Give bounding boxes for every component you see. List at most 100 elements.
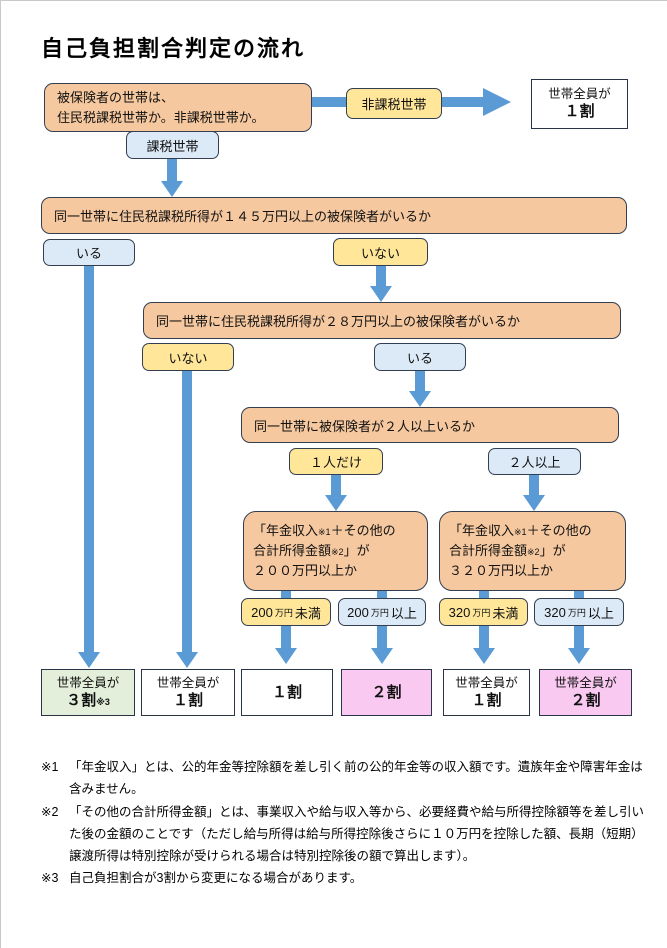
branch-200-under-unit: 万円 [274, 607, 293, 618]
question-household-taxable: 被保険者の世帯は、 住民税課税世帯か。非課税世帯か。 [44, 83, 312, 132]
result-all-20pct-value: ２割 [570, 691, 601, 709]
pension320-amount: ３２０万円以上か [449, 563, 554, 579]
footnote-3-text: 自己負担割合が3割から変更になる場合があります。 [69, 871, 363, 886]
branch-145-no: いない [333, 238, 428, 266]
result-10pct: １割 [241, 669, 333, 716]
result-all-30pct-line1: 世帯全員が [56, 675, 120, 690]
arrow-200-under-shaft [281, 626, 291, 648]
arrow-q28-no-shaft [182, 371, 192, 652]
pension320-ref1: ※1 [514, 526, 527, 537]
arrow-two-persons-head-icon [523, 495, 545, 511]
result-all-10pct-a-line1: 世帯全員が [156, 675, 220, 690]
pension200-amount: ２００万円以上か [253, 563, 358, 579]
question-income-28: 同一世帯に住民税課税所得が２８万円以上の被保険者がいるか [143, 302, 621, 339]
result-10pct-value: １割 [271, 683, 302, 701]
branch-two-or-more: ２人以上 [488, 448, 581, 475]
footnotes: ※1 「年金収入」とは、公的年金等控除額を差し引く前の公的年金等の収入額です。遺… [41, 756, 648, 890]
result-all-10pct-a-value: １割 [172, 691, 203, 709]
pension200-text2: ＋その他の [330, 522, 396, 538]
arrow-200-under-head-icon [275, 648, 297, 664]
question-income-145: 同一世帯に住民税課税所得が１４５万円以上の被保険者がいるか [41, 197, 627, 234]
result-all-10pct-b-value: １割 [471, 691, 502, 709]
result-nontaxable: 世帯全員が １割 [531, 79, 628, 129]
connector-200-over [377, 591, 387, 599]
branch-320-under-unit: 万円 [472, 607, 491, 618]
branch-320-over-num: 320 [544, 604, 566, 620]
result-all-20pct: 世帯全員が ２割 [539, 669, 632, 716]
arrow-q145-yes-head-icon [78, 652, 100, 668]
arrow-200-over-shaft [377, 626, 387, 648]
result-nontaxable-line2: １割 [564, 103, 595, 121]
pension200-text4: 」が [343, 542, 370, 558]
pension320-text3: 合計所得金額 [449, 542, 528, 558]
result-all-30pct-ref: ※3 [96, 696, 110, 707]
arrow-320-over-head-icon [568, 648, 590, 664]
connector-320-over [574, 591, 584, 599]
arrow-320-under-shaft [479, 626, 489, 648]
arrow-one-person-head-icon [325, 495, 347, 511]
pension320-text2: ＋その他の [526, 522, 592, 538]
branch-320-under-cond: 未満 [492, 605, 519, 621]
branch-nontaxable-label: 非課税世帯 [346, 88, 442, 119]
pension200-text: 「年金収入 [253, 522, 319, 538]
result-nontaxable-line1: 世帯全員が [548, 87, 611, 102]
pension200-ref2: ※2 [331, 546, 344, 557]
result-all-20pct-line1: 世帯全員が [554, 675, 617, 690]
branch-200-over-cond: 以上 [390, 605, 417, 621]
pension320-text4: 」が [539, 542, 566, 558]
footnote-2: ※2 「その他の合計所得金額」とは、事業収入や給与収入等から、必要経費や給与所得… [41, 801, 648, 868]
branch-taxable-label: 課税世帯 [126, 131, 219, 159]
branch-200-over-unit: 万円 [370, 607, 389, 618]
branch-145-yes: いる [43, 239, 135, 266]
result-20pct-value: ２割 [371, 683, 402, 701]
branch-320-over-unit: 万円 [567, 607, 586, 618]
branch-28-yes: いる [374, 343, 466, 371]
arrow-q145-yes-shaft [84, 266, 94, 652]
page-title: 自己負担割合判定の流れ [41, 36, 306, 61]
connector-200-under [281, 591, 291, 599]
question-pension-320: 「年金収入※1＋その他の 合計所得金額※2」が ３２０万円以上か [439, 511, 626, 591]
arrow-q28-yes-shaft [415, 371, 425, 391]
arrow-nontaxable-head-icon [483, 88, 511, 116]
branch-320-under-num: 320 [448, 604, 471, 620]
arrow-q145-no-head-icon [370, 286, 392, 302]
branch-only-one: １人だけ [289, 448, 383, 475]
footnote-1-text: 「年金収入」とは、公的年金等控除額を差し引く前の公的年金等の収入額です。遺族年金… [69, 760, 643, 797]
arrow-one-person-shaft [331, 475, 341, 495]
branch-28-no: いない [142, 343, 234, 371]
question-pension-200: 「年金収入※1＋その他の 合計所得金額※2」が ２００万円以上か [243, 511, 428, 591]
connector-320-under [479, 591, 489, 599]
arrow-200-over-head-icon [371, 648, 393, 664]
arrow-q28-yes-head-icon [409, 391, 431, 407]
result-all-30pct-line2: ３割※3 [66, 691, 110, 711]
question-household-line1: 被保険者の世帯は、 [57, 90, 175, 105]
arrow-320-over-shaft [574, 626, 584, 648]
footnote-2-text: 「その他の合計所得金額」とは、事業収入や給与収入等から、必要経費や給与所得控除額… [69, 804, 645, 864]
pension200-ref1: ※1 [318, 526, 331, 537]
footnote-1: ※1 「年金収入」とは、公的年金等控除額を差し引く前の公的年金等の収入額です。遺… [41, 756, 648, 801]
arrow-320-under-head-icon [473, 648, 495, 664]
result-20pct: ２割 [341, 669, 432, 716]
result-all-30pct-value: ３割 [66, 691, 97, 709]
pension200-text3: 合計所得金額 [253, 542, 332, 558]
pension320-text: 「年金収入 [449, 522, 515, 538]
result-all-10pct-b-line1: 世帯全員が [455, 675, 518, 690]
footnote-3-marker: ※3 [41, 871, 59, 886]
footnote-1-marker: ※1 [41, 760, 59, 774]
arrow-two-persons-shaft [529, 475, 539, 495]
arrow-q145-no-shaft [376, 265, 386, 286]
branch-200-over-num: 200 [347, 604, 369, 620]
branch-200-under-cond: 未満 [294, 605, 321, 621]
question-household-line2: 住民税課税世帯か。非課税世帯か。 [57, 109, 265, 125]
footnote-3: ※3 自己負担割合が3割から変更になる場合があります。 [41, 867, 648, 889]
arrow-taxable-head-icon [161, 181, 183, 197]
branch-320-over-cond: 以上 [587, 605, 614, 621]
question-two-persons: 同一世帯に被保険者が２人以上いるか [241, 407, 619, 443]
result-all-10pct-b: 世帯全員が １割 [443, 669, 530, 716]
pension320-ref2: ※2 [527, 546, 540, 557]
